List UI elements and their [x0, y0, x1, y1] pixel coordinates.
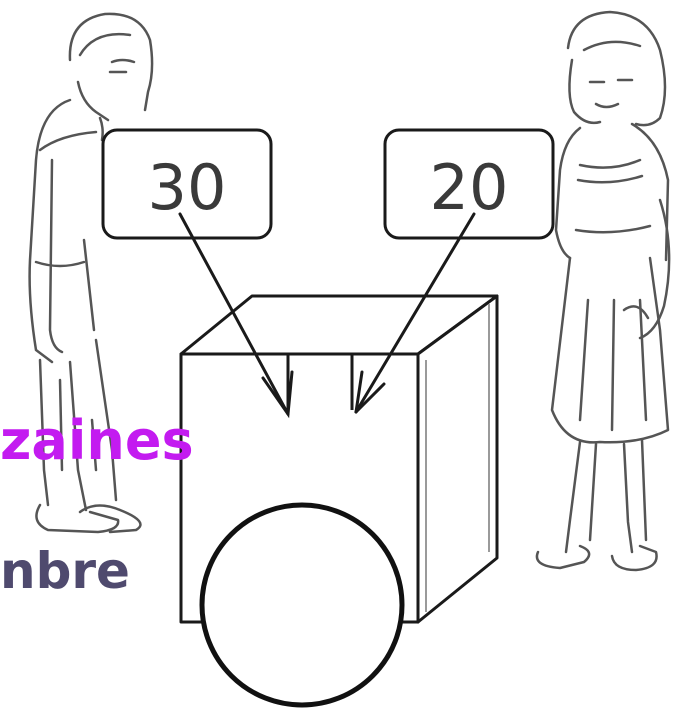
label-dizaines: zaines [0, 409, 194, 472]
boy-figure-icon [28, 12, 154, 534]
output-circle [199, 502, 405, 708]
arrow-left [178, 212, 294, 419]
arrow-right [354, 212, 476, 414]
box-shading [425, 304, 490, 612]
label-nombre: nbre [0, 542, 130, 600]
input-bubble-right: 20 [383, 128, 555, 240]
input-value-right: 20 [430, 151, 509, 224]
input-value-left: 30 [148, 151, 227, 224]
girl-figure-icon [535, 10, 671, 572]
input-bubble-left: 30 [101, 128, 273, 240]
